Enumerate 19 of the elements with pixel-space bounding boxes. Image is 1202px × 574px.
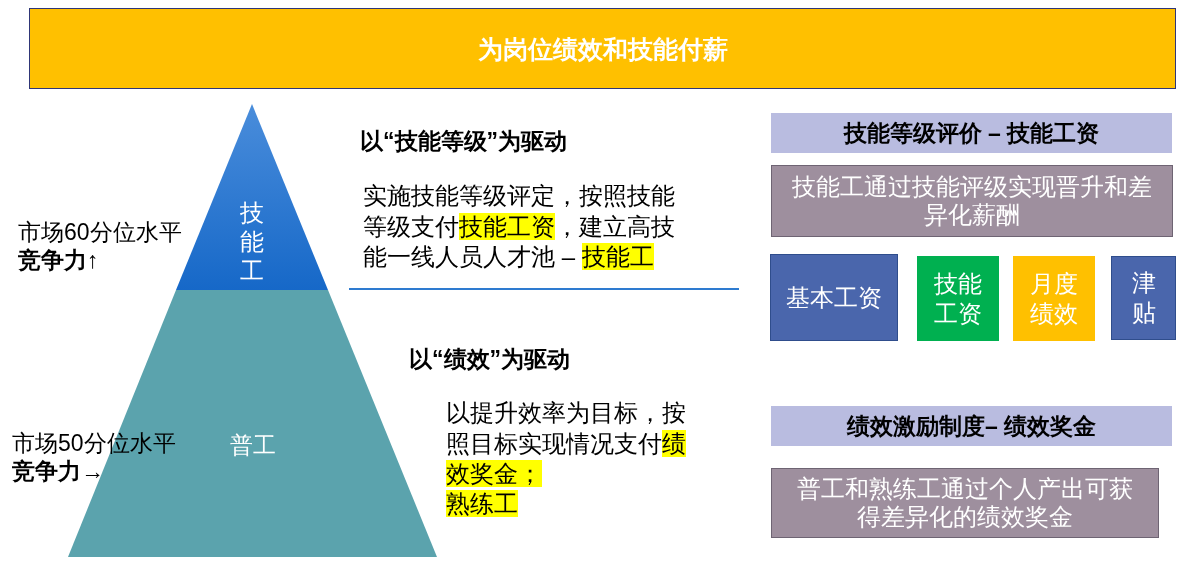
- section-band: 绩效激励制度– 绩效奖金: [771, 406, 1172, 446]
- pyramid-tier-text: 普工: [229, 431, 277, 460]
- description-text: 实施技能等级评定，按照技能等级支付技能工资，建立高技能一线人员人才池 – 技能工: [363, 181, 676, 272]
- description-text: 熟练工: [446, 489, 518, 519]
- description-text: 以提升效率为目标，按照目标实现情况支付绩效奖金；: [446, 398, 687, 489]
- description-box: 技能工通过技能评级实现晋升和差异化薪酬: [771, 165, 1173, 237]
- pay-component-box: 津贴: [1111, 256, 1176, 340]
- banner: 为岗位绩效和技能付薪: [29, 8, 1176, 89]
- market-level-text: 市场60分位水平: [18, 218, 182, 246]
- pyramid-tier-text: 技能工: [239, 198, 265, 285]
- section-heading: 以“技能等级”为驱动: [360, 127, 567, 155]
- competitiveness-text: 竞争力→: [12, 457, 104, 485]
- pay-component-box: 技能工资: [917, 256, 999, 341]
- pay-component-box: 基本工资: [770, 254, 898, 341]
- section-band: 技能等级评价 – 技能工资: [771, 113, 1172, 153]
- pay-component-box: 月度绩效: [1013, 256, 1095, 341]
- section-heading: 以“绩效”为驱动: [409, 345, 570, 373]
- description-box: 普工和熟练工通过个人产出可获得差异化的绩效奖金: [771, 468, 1159, 538]
- competitiveness-text: 竞争力↑: [18, 246, 99, 274]
